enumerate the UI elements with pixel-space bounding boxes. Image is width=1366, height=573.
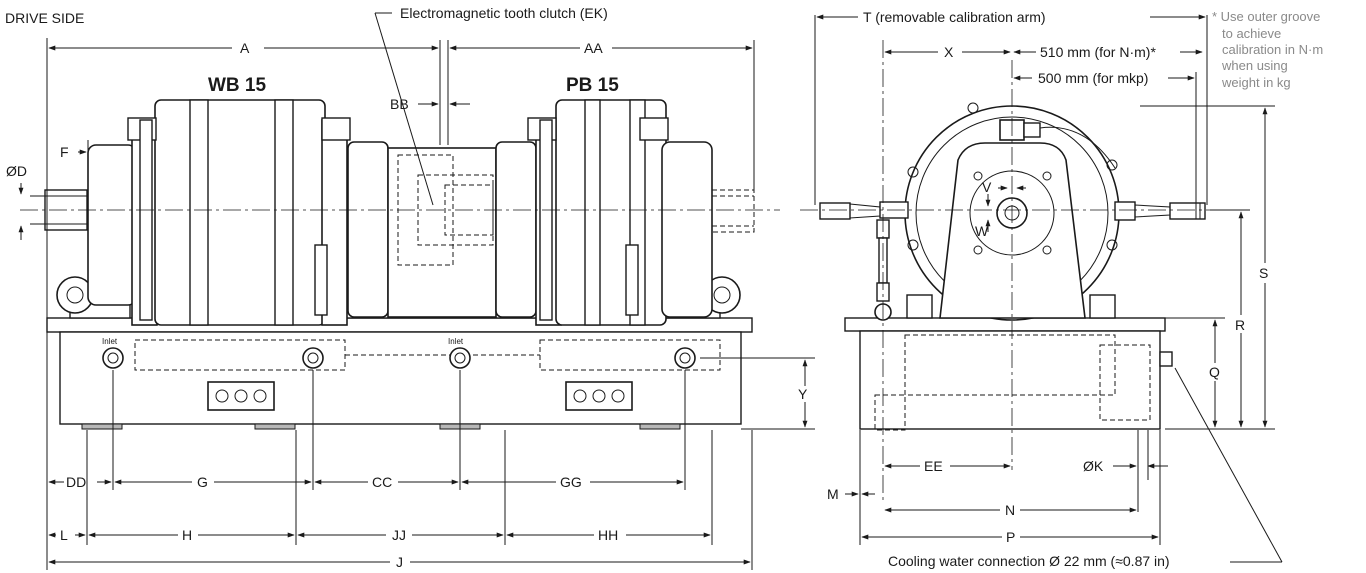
dim-h: H [182,527,192,543]
base-frame [59,331,742,425]
wb15-title: WB 15 [208,75,267,96]
dim-j: J [396,554,403,570]
terminal-block-wb [207,381,275,411]
dim-bb: BB [390,96,409,112]
dim-s: S [1259,265,1268,281]
mkp-distance-label: 500 mm (for mkp) [1038,70,1148,86]
clutch-label: Electromagnetic tooth clutch (EK) [400,5,608,21]
inlet-nut-3 [449,347,471,369]
dim-l: L [60,527,68,543]
cooling-connection-label: Cooling water connection Ø 22 mm (≈0.87 … [888,553,1170,569]
dim-v: V [982,179,992,195]
front-view: Inlet Inlet DRIVE SIDE Electromagnetic t… [5,5,815,570]
dim-dd: DD [66,474,86,490]
dim-k: ØK [1083,458,1104,474]
note-line-4: when using [1221,58,1288,73]
note-line-1: * Use outer groove [1212,9,1320,24]
dim-y: Y [798,386,808,402]
inlet-label-1: Inlet [102,337,118,346]
dim-jj: JJ [392,527,406,543]
dim-g: G [197,474,208,490]
drive-side-label: DRIVE SIDE [5,10,84,26]
clutch-body [387,147,497,318]
terminal-block-pb [565,381,633,411]
inlet-nut-4 [674,347,696,369]
pb15-title: PB 15 [566,75,619,96]
inlet-label-2: Inlet [448,337,464,346]
housing-bracket [939,142,1086,319]
wb15-body [154,99,326,326]
side-base [859,330,1161,430]
calibration-note: * Use outer groove to achieve calibratio… [1212,9,1323,90]
note-line-3: calibration in N·m [1222,42,1323,57]
inlet-nut-2 [302,347,324,369]
dim-d: ØD [6,163,27,179]
dim-a: A [240,40,250,56]
dim-m: M [827,486,839,502]
inlet-nut-1 [102,347,124,369]
dim-r: R [1235,317,1245,333]
dim-cc: CC [372,474,392,490]
note-line-5: weight in kg [1221,75,1291,90]
calibration-arm-label: T (removable calibration arm) [863,9,1046,25]
dim-x: X [944,44,954,60]
side-view: T (removable calibration arm) X 510 mm (… [800,9,1323,569]
dim-q: Q [1209,364,1220,380]
dim-w: W [975,223,989,239]
note-line-2: to achieve [1222,26,1281,41]
dim-ee: EE [924,458,943,474]
dim-gg: GG [560,474,582,490]
dim-aa: AA [584,40,603,56]
dim-n: N [1005,502,1015,518]
nm-distance-label: 510 mm (for N·m)* [1040,44,1156,60]
dim-p: P [1006,529,1015,545]
dim-f: F [60,144,69,160]
dim-hh: HH [598,527,618,543]
